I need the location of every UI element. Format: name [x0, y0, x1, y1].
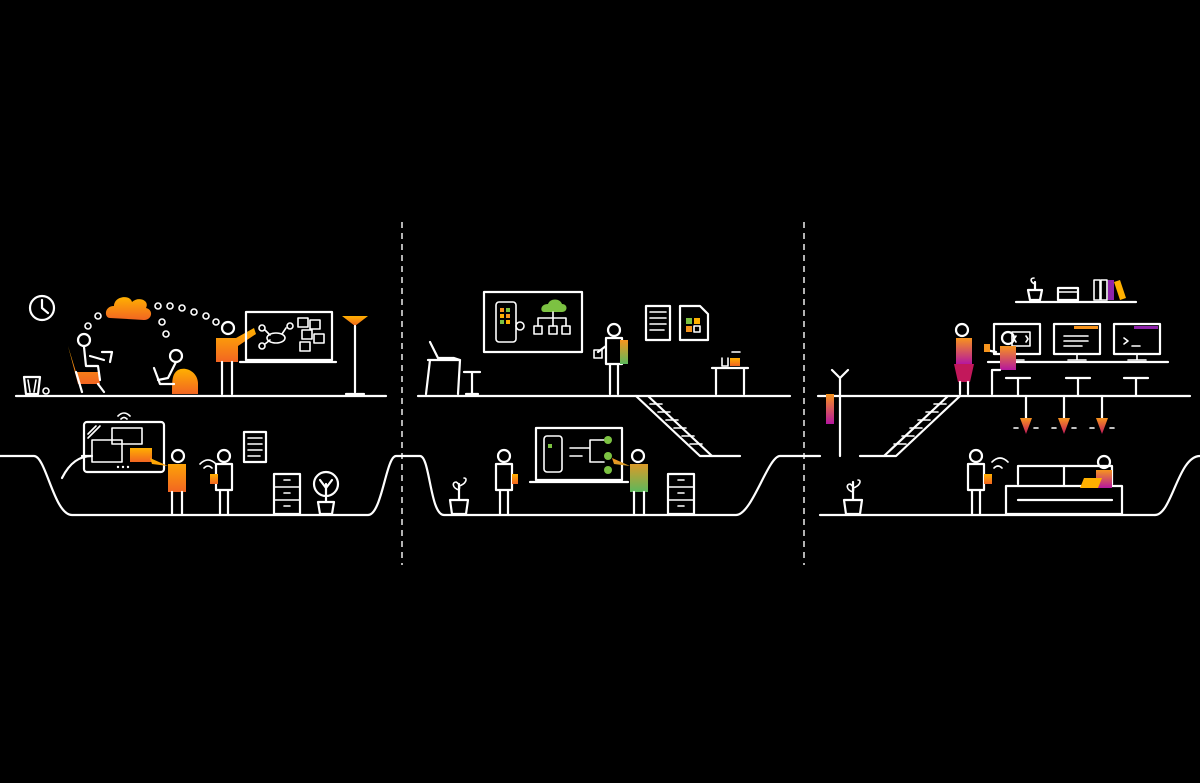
shelf-icon	[1014, 277, 1138, 304]
clock-icon	[28, 294, 56, 322]
trash-bin-icon	[22, 375, 50, 396]
filing-cabinet-icon	[272, 472, 302, 516]
person-armchair	[68, 332, 114, 394]
person-flowboard	[612, 448, 648, 516]
person-standing-desk	[954, 322, 974, 396]
stairs-icon	[634, 394, 742, 458]
person-phone	[966, 448, 1009, 516]
person-sofa-laptop	[1080, 454, 1112, 488]
wall-screen-icon	[82, 420, 166, 474]
presenter-person	[216, 320, 256, 396]
person-phone	[199, 448, 234, 516]
person-beanbag	[152, 348, 198, 394]
document-icon	[242, 430, 268, 464]
coffee-table	[710, 351, 750, 396]
person-screen	[150, 448, 186, 516]
dotted-arc	[84, 302, 220, 338]
filing-cabinet-icon	[666, 472, 696, 516]
books-icon	[1093, 279, 1126, 301]
stairs-icon	[858, 394, 962, 458]
flow-diagram-board-icon	[528, 426, 630, 484]
potted-plant-icon	[842, 479, 864, 516]
floor-lamp-icon	[342, 316, 368, 396]
person-seated-desk	[984, 330, 1016, 396]
coat-rack-icon	[826, 368, 850, 458]
wifi-icon	[117, 412, 131, 420]
mindmap-whiteboard-icon	[238, 310, 338, 364]
document-icon	[644, 304, 672, 342]
person-coffee	[593, 322, 628, 396]
checklist-icon	[678, 304, 710, 342]
potted-plant-icon	[448, 477, 470, 516]
desk	[986, 360, 1170, 398]
terminal-monitor-icon	[1112, 322, 1162, 361]
cloud-icon	[105, 297, 152, 320]
floor-lines	[0, 394, 1200, 517]
app-architecture-board-icon	[482, 290, 584, 354]
chair-and-stool	[424, 340, 482, 396]
pendant-lamp-icon	[1013, 394, 1115, 434]
person-standing	[494, 448, 518, 516]
tree-plant-icon	[312, 470, 340, 516]
text-monitor-icon	[1052, 322, 1102, 361]
